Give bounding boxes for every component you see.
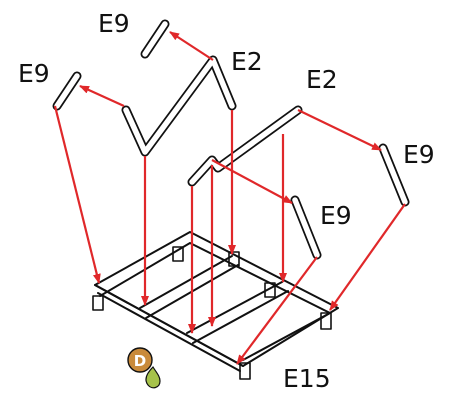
label-e9-mid-right: E9 [320,201,352,230]
arrow-e9-mid-right-to-frame [236,256,318,365]
label-e2-upper: E2 [231,47,263,76]
arrow-e2-to-e9-left [79,84,125,108]
label-e9-left: E9 [18,59,50,88]
part-e2-right [187,105,303,187]
label-e15: E15 [283,364,331,393]
arrow-e9-far-right-to-frame [329,203,406,311]
part-labels: E9 E9 E2 E2 E9 E9 E15 [18,9,435,393]
arrow-e2-to-e9-far-right [297,109,382,151]
label-e2-right: E2 [306,65,338,94]
glue-drop-icon [145,366,161,389]
frame-outer-rails [94,231,339,372]
arrow-e9-left-to-frame [53,105,101,284]
part-e9-mid-right [290,195,322,260]
badge-circle [127,347,153,373]
part-e2-upper [121,55,237,157]
badge-letter: D [134,352,146,370]
assembly-arrows [53,31,406,365]
arrow-e2-to-e9-mid-right [211,159,293,204]
label-e9-top: E9 [98,9,130,38]
part-e9-far-right [378,143,410,207]
glue-badge: D [127,347,161,389]
frame-inner-rails [139,255,289,344]
arrow-e2-to-e9-top [169,31,214,61]
part-e9-top [140,19,170,59]
part-e9-left [52,71,82,111]
label-e9-far-right: E9 [403,140,435,169]
